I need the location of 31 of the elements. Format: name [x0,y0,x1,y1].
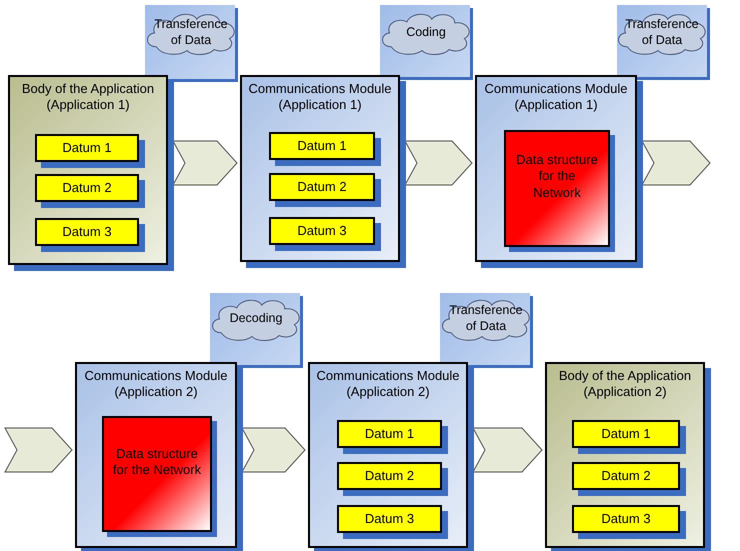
box-label: Data structure for the Network [112,446,202,478]
chevron-arrow [404,140,473,186]
box-label: Datum 3 [364,510,414,528]
cloud-label: Coding [406,25,446,41]
box-label: Data structure for the Network [515,152,599,201]
cloud-label: Transference of Data [449,303,523,335]
box-label: Datum 1 [364,426,414,442]
panel-title: Body of the Application (Application 2) [558,368,692,400]
chevron-arrow [172,140,238,186]
cloud-label: Transference of Data [154,17,228,49]
box-label: Datum 2 [297,178,347,196]
box-label: Datum 1 [297,138,347,154]
panel-title: Body of the Application (Application 1) [20,81,156,114]
box-label: Datum 1 [601,426,651,442]
cloud-label: Transference of Data [625,17,699,49]
panel-title: Communications Module (Application 2) [83,368,229,400]
box-label: Datum 3 [62,224,112,240]
chevron-arrow [641,140,711,186]
box-label: Datum 2 [62,180,112,196]
chevron-arrow [4,428,73,472]
panel-title: Communications Module (Application 1) [247,81,393,114]
box-label: Datum 2 [364,468,414,484]
panel-title: Communications Module (Application 1) [483,81,629,114]
box-label: Datum 3 [297,222,347,240]
box-label: Datum 3 [601,510,651,528]
chevron-arrow [241,428,306,472]
panel-title: Communications Module (Application 2) [315,368,461,400]
box-label: Datum 1 [62,140,112,156]
chevron-arrow [472,428,543,472]
cloud-label: Decoding [230,311,282,327]
box-label: Datum 2 [601,468,651,484]
